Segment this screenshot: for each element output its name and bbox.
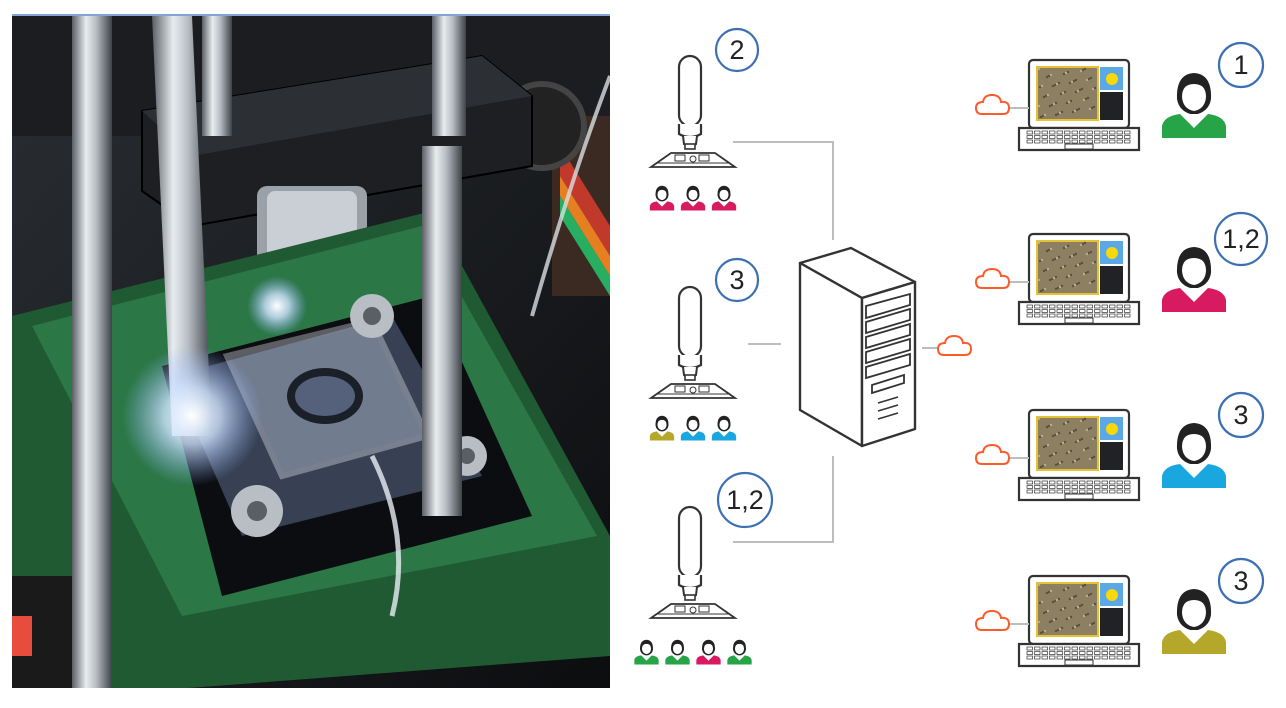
microscope-badge-text: 1,2 [726, 485, 764, 515]
viewer-icon [696, 639, 721, 665]
laptop-icon [1017, 408, 1141, 502]
laptop-icon [1017, 574, 1141, 668]
client-badge: 1,2 [1213, 211, 1269, 267]
microscope-badge: 2 [714, 27, 760, 73]
viewer-icon [649, 185, 675, 211]
cloud-icon [975, 94, 1010, 115]
client-badge-text: 1 [1233, 50, 1248, 80]
microscope-icon [650, 285, 736, 399]
connector-microscope-12 [733, 456, 834, 543]
microscope-icon [650, 505, 736, 619]
client-badge: 3 [1217, 391, 1265, 439]
viewer-icon [680, 415, 706, 441]
user-icon [1162, 73, 1226, 138]
microscope-badge-text: 3 [729, 265, 744, 295]
user-icon [1162, 247, 1226, 312]
user-icon [1162, 589, 1226, 654]
cloud-icon [975, 610, 1010, 631]
connector-lines [733, 141, 834, 543]
viewer-icon [680, 185, 706, 211]
client-badge-text: 3 [1233, 400, 1248, 430]
laptop-icon [1017, 58, 1141, 152]
viewer-icon [665, 639, 690, 665]
cloud-icon [975, 444, 1010, 465]
microscope-icon [650, 54, 736, 168]
server-cloud-icon [937, 335, 972, 356]
microscope-stage-photo [12, 14, 610, 688]
client-badge-text: 3 [1233, 566, 1248, 596]
connector-microscope-2 [733, 141, 834, 240]
photo-illustration [12, 16, 610, 688]
client-badge: 1 [1217, 41, 1265, 89]
viewer-icon [727, 639, 752, 665]
user-icon [1162, 423, 1226, 488]
microscope-badge: 1,2 [716, 471, 774, 529]
viewer-icon [634, 639, 659, 665]
microscope-badge: 3 [714, 257, 760, 303]
cloud-icon [975, 268, 1010, 289]
microscope-badge-text: 2 [729, 35, 744, 65]
client-badge: 3 [1217, 557, 1265, 605]
client-badge-text: 1,2 [1222, 224, 1260, 254]
viewer-icon [649, 415, 675, 441]
laptop-icon [1017, 232, 1141, 326]
network-diagram: 2 3 1,2 1 1,2 3 3 [634, 27, 1269, 668]
viewer-icon [711, 415, 737, 441]
viewer-icon [711, 185, 737, 211]
server-icon [798, 246, 917, 448]
